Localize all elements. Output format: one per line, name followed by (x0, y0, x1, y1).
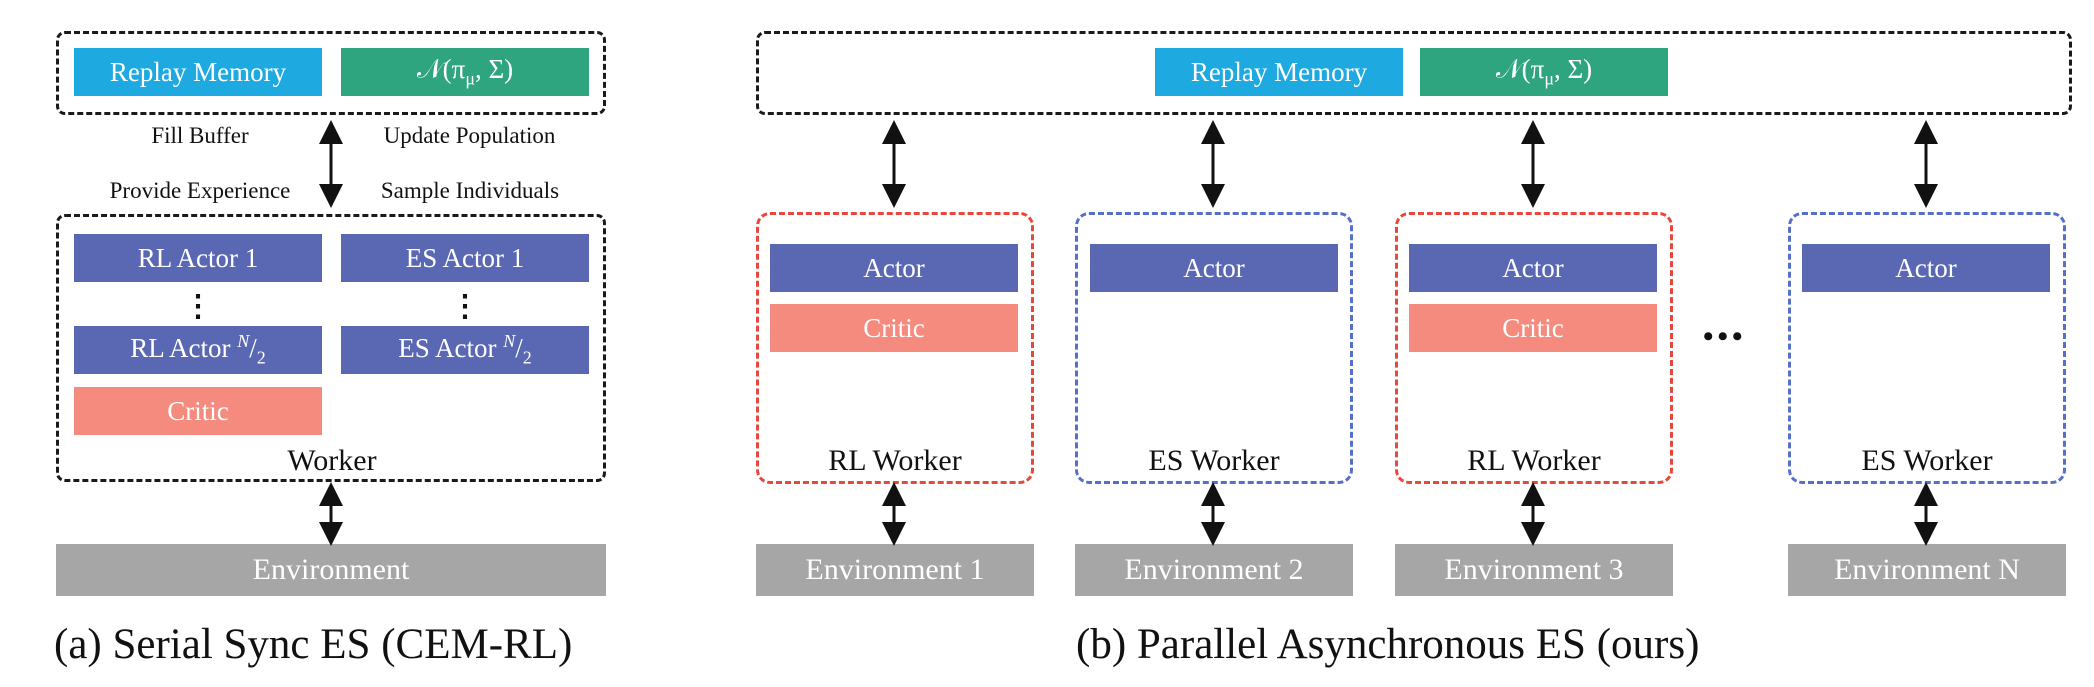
es-actor-1-box: ES Actor 1 (341, 234, 589, 282)
right-replay-memory-label: Replay Memory (1190, 56, 1368, 87)
worker-3-actor-label: Actor (1502, 252, 1564, 283)
worker-1-actor-box: Actor (770, 244, 1018, 292)
es-actor-vdots: ⋮ (450, 290, 480, 323)
rl-actor-n-box: RL Actor N/2 (74, 326, 322, 374)
left-normal-dist-box: 𝒩(πμ, Σ) (341, 48, 589, 96)
worker-1-label: RL Worker (828, 444, 962, 477)
fill-buffer-label: Fill Buffer (151, 123, 249, 148)
rl-actor-n-label: RL Actor N/2 (130, 331, 266, 368)
worker-2-actor-label: Actor (1183, 252, 1245, 283)
worker-1-critic-label: Critic (863, 312, 925, 343)
rl-actor-1-label: RL Actor 1 (137, 242, 259, 273)
left-memory-container (56, 31, 606, 115)
left-replay-memory-box: Replay Memory (74, 48, 322, 96)
right-caption: (b) Parallel Asynchronous ES (ours) (1076, 621, 1700, 668)
left-worker-container (56, 214, 606, 482)
right-memory-container (756, 31, 2072, 115)
worker-3-critic-box: Critic (1409, 304, 1657, 352)
environment-n-label: Environment N (1834, 553, 2020, 586)
right-normal-dist-box: 𝒩(πμ, Σ) (1420, 48, 1668, 96)
es-actor-1-label: ES Actor 1 (405, 242, 525, 273)
worker-3-critic-label: Critic (1502, 312, 1564, 343)
sample-individuals-label: Sample Individuals (380, 178, 560, 203)
right-replay-memory-box: Replay Memory (1155, 48, 1403, 96)
environment-3-label: Environment 3 (1444, 553, 1624, 586)
worker-3-actor-box: Actor (1409, 244, 1657, 292)
environment-2-label: Environment 2 (1124, 553, 1304, 586)
rl-actor-vdots: ⋮ (183, 290, 213, 323)
left-environment-label: Environment (252, 553, 410, 586)
left-worker-label: Worker (287, 444, 377, 477)
worker-2-label: ES Worker (1148, 444, 1280, 477)
environment-n-box: Environment N (1788, 544, 2066, 596)
left-replay-memory-label: Replay Memory (109, 56, 287, 87)
worker-3-label: RL Worker (1467, 444, 1601, 477)
update-population-label: Update Population (383, 123, 556, 148)
environment-2-box: Environment 2 (1075, 544, 1353, 596)
rl-actor-1-box: RL Actor 1 (74, 234, 322, 282)
left-critic-box: Critic (74, 387, 322, 435)
worker-1-critic-box: Critic (770, 304, 1018, 352)
left-critic-label: Critic (167, 395, 229, 426)
environment-1-label: Environment 1 (805, 553, 985, 586)
left-environment-box: Environment (56, 544, 606, 596)
worker-n-actor-label: Actor (1895, 252, 1957, 283)
worker-1-actor-label: Actor (863, 252, 925, 283)
left-caption: (a) Serial Sync ES (CEM-RL) (54, 621, 573, 668)
right-normal-dist-label: 𝒩(πμ, Σ) (1495, 54, 1593, 89)
worker-2-actor-box: Actor (1090, 244, 1338, 292)
environment-3-box: Environment 3 (1395, 544, 1673, 596)
provide-experience-label: Provide Experience (109, 178, 291, 203)
es-actor-n-box: ES Actor N/2 (341, 326, 589, 374)
worker-n-actor-box: Actor (1802, 244, 2050, 292)
worker-n-label: ES Worker (1861, 444, 1993, 477)
environment-1-box: Environment 1 (756, 544, 1034, 596)
left-normal-dist-label: 𝒩(πμ, Σ) (416, 54, 514, 89)
es-actor-n-label: ES Actor N/2 (398, 331, 532, 368)
workers-ellipsis: ••• (1703, 320, 1747, 353)
